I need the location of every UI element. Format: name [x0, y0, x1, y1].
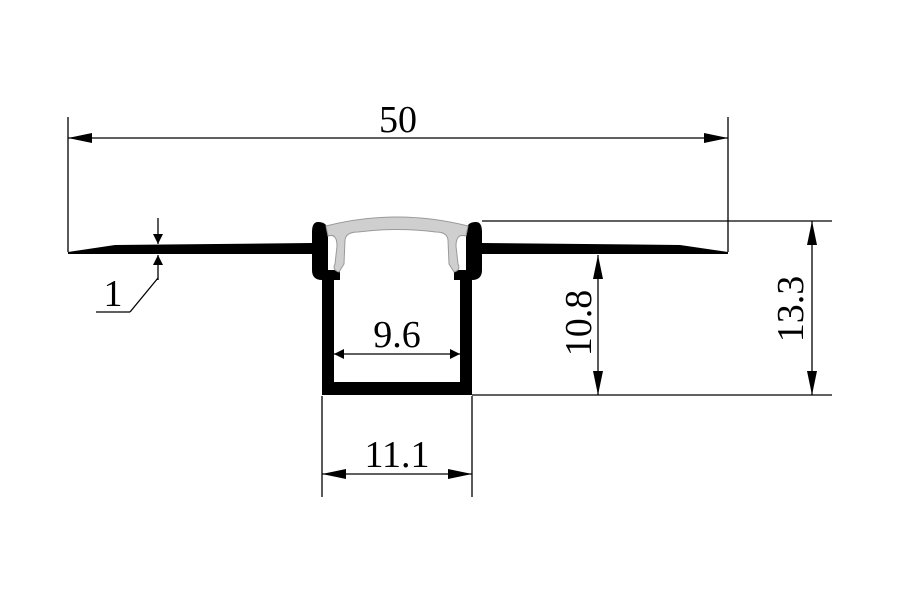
label-total-height: 13.3	[770, 276, 812, 343]
dimension-channel-depth: 10.8	[558, 255, 603, 395]
label-flange-thickness: 1	[104, 273, 123, 315]
left-flange	[68, 243, 312, 254]
dimension-total-height: 13.3	[770, 221, 817, 395]
right-flange	[481, 243, 728, 254]
dimension-outer-width: 11.1	[321, 396, 473, 497]
left-wall	[322, 276, 334, 395]
dimension-total-width: 50	[67, 99, 729, 252]
label-inner-width: 9.6	[373, 314, 421, 356]
aluminium-profile	[68, 222, 728, 395]
dimension-inner-width: 9.6	[334, 314, 460, 359]
right-wall	[460, 276, 472, 395]
label-total-width: 50	[379, 99, 417, 141]
channel-bottom	[322, 382, 472, 395]
label-outer-width: 11.1	[364, 434, 429, 476]
left-clip	[312, 222, 340, 280]
dimension-flange-thickness: 1	[96, 218, 163, 315]
diffuser-cover	[325, 216, 469, 273]
label-channel-depth: 10.8	[558, 290, 600, 357]
right-clip	[454, 222, 482, 280]
